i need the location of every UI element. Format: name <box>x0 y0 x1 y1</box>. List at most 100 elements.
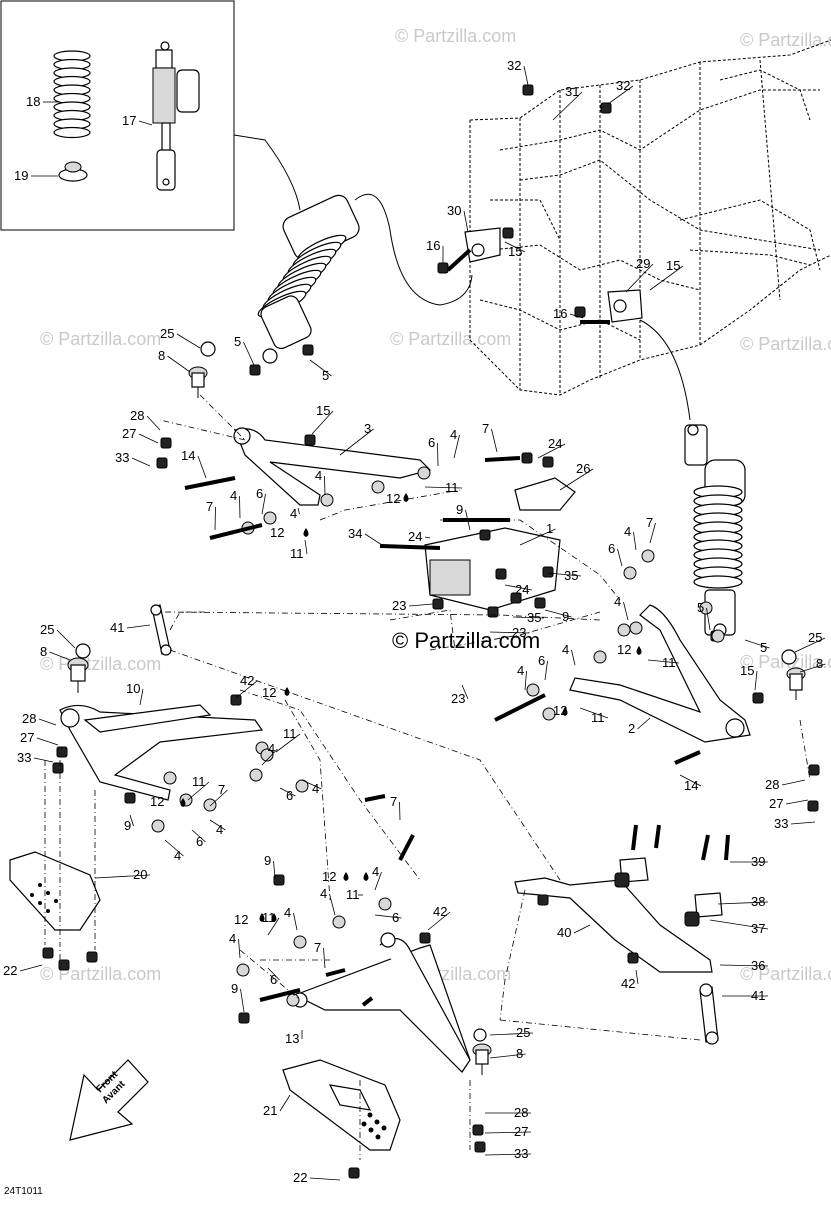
callout-label: 7 <box>390 794 397 809</box>
leader-line <box>329 893 336 916</box>
bushing <box>378 897 392 911</box>
callout-label: 7 <box>206 499 213 514</box>
leader-line <box>607 85 634 105</box>
leader-line <box>512 616 545 619</box>
bushing <box>623 566 637 580</box>
callout-label: 28 <box>22 711 36 726</box>
callout-label: 10 <box>126 681 140 696</box>
stabilizer-link <box>150 604 172 656</box>
leader-line <box>647 659 680 664</box>
callout-label: 32 <box>616 78 630 93</box>
bolt <box>494 693 546 722</box>
leader-line <box>463 210 469 233</box>
center-watermark: © Partzilla.com <box>392 628 540 653</box>
shock-bracket <box>464 227 501 263</box>
callout-label: 4 <box>315 468 322 483</box>
callout-label: 15 <box>740 663 754 678</box>
leader-line <box>126 624 151 629</box>
nut <box>510 592 522 604</box>
callout-label: 7 <box>218 782 225 797</box>
nut <box>537 894 549 906</box>
callout-label: 5 <box>322 368 329 383</box>
callout-label: 12 <box>234 912 248 927</box>
bushing <box>699 601 713 615</box>
watermark: © Partzilla.com <box>740 964 831 984</box>
leader-line <box>323 947 326 969</box>
shock-spring-coil <box>693 575 743 589</box>
watermark: © Partzilla.com <box>740 30 831 50</box>
callout-label: 26 <box>576 461 590 476</box>
leader-line <box>364 533 383 546</box>
leader-line <box>235 680 258 699</box>
nut <box>273 874 285 886</box>
callout-label: 4 <box>562 642 569 657</box>
watermark: © Partzilla.com <box>390 329 511 349</box>
callout-label: 11 <box>662 655 676 670</box>
callout-label: 23 <box>392 598 406 613</box>
lower-a-arm-right <box>292 932 471 1073</box>
leader-line <box>524 670 527 691</box>
nut <box>542 566 554 578</box>
bushing <box>263 511 277 525</box>
stabilizer-link <box>699 983 719 1045</box>
callout-label: 23 <box>451 691 465 706</box>
callout-label: 38 <box>751 894 765 909</box>
callout-label: 11 <box>283 726 297 741</box>
nut <box>534 597 546 609</box>
leader-line <box>790 821 816 825</box>
bushing <box>417 466 431 480</box>
leader-line <box>571 649 576 666</box>
callout-label: 12 <box>386 491 400 506</box>
callout-label: 20 <box>133 867 147 882</box>
chassis-frame <box>469 39 831 396</box>
ball-joint <box>188 366 208 398</box>
bushing <box>163 771 177 785</box>
leader-line <box>744 639 770 649</box>
callout-label: 19 <box>14 168 28 183</box>
nut <box>249 364 261 376</box>
callout-label: 9 <box>231 981 238 996</box>
nut <box>42 947 54 959</box>
callout-label: 33 <box>115 450 129 465</box>
nut <box>437 262 449 274</box>
front-shock-right <box>684 424 746 637</box>
callout-label: 33 <box>514 1146 528 1161</box>
sway-bar <box>514 877 713 973</box>
lower-a-arm-left <box>59 704 264 801</box>
callout-label: 17 <box>122 113 136 128</box>
callout-label: 1 <box>546 521 553 536</box>
nut <box>807 800 819 812</box>
nut <box>348 1167 360 1179</box>
callout-label: 25 <box>160 326 174 341</box>
leader-line <box>504 241 526 253</box>
callout-label: 24 <box>408 529 422 544</box>
callout-label: 28 <box>514 1105 528 1120</box>
nut <box>574 306 586 318</box>
nut <box>58 959 70 971</box>
watermark: © Partzilla.com <box>40 654 161 674</box>
nut <box>238 1012 250 1024</box>
callout-label: 11 <box>290 546 304 561</box>
callout-label: 9 <box>562 609 569 624</box>
callout-label: 39 <box>751 854 765 869</box>
leader-line <box>408 603 434 607</box>
callout-label: 21 <box>263 1103 277 1118</box>
leader-line <box>275 733 301 753</box>
bushing <box>320 493 334 507</box>
nut <box>124 792 136 804</box>
nut <box>522 84 534 96</box>
leader-line <box>131 457 151 467</box>
callout-label: 28 <box>130 408 144 423</box>
leader-line <box>309 1177 341 1181</box>
skid-plate-left <box>9 851 101 931</box>
upper-a-arm-left <box>233 427 432 506</box>
callout-label: 15 <box>666 258 680 273</box>
leader-line <box>489 631 530 634</box>
bushing <box>286 993 300 1007</box>
leader-line <box>484 1153 532 1156</box>
callout-label: 25 <box>516 1025 530 1040</box>
leader-line <box>176 333 201 349</box>
bolt <box>701 834 710 861</box>
leader-line <box>267 967 280 981</box>
